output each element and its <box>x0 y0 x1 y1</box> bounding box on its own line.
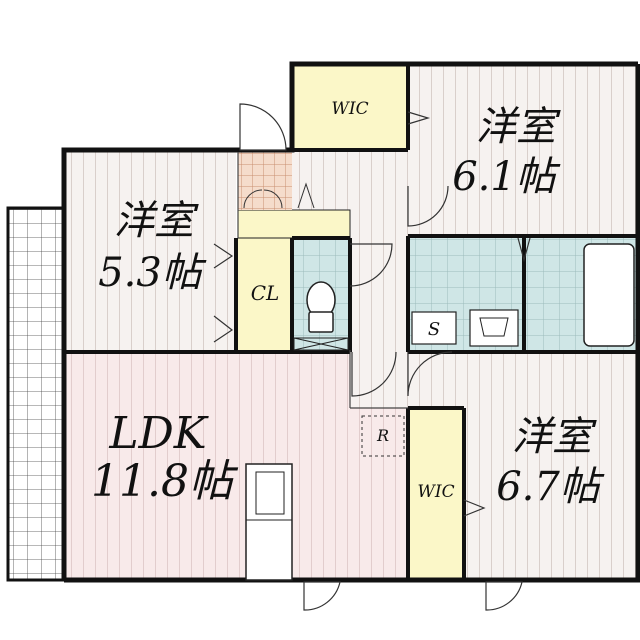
western-room-3-size: 6.7帖 <box>496 464 605 510</box>
ldk-size: 11.8帖 <box>91 456 239 507</box>
storage-label: S <box>428 319 440 340</box>
doors <box>213 103 531 611</box>
closet-floor <box>238 238 292 350</box>
western-room-2-floor <box>66 152 236 350</box>
sink-basin <box>479 317 509 337</box>
refrigerator-spot <box>361 415 405 457</box>
closet-label: CL <box>251 281 280 305</box>
western-room-1-floor <box>408 66 638 236</box>
kitchen-sink <box>255 471 285 515</box>
wic-right-floor <box>408 408 464 578</box>
western-room-1-name: 洋室 <box>476 104 561 150</box>
western-room-2-size: 5.3帖 <box>98 250 207 296</box>
balcony <box>6 206 66 582</box>
bathtub <box>583 243 635 347</box>
hallway-right-floor <box>408 350 464 408</box>
wic-top-floor <box>292 66 408 152</box>
storage-box <box>411 311 457 345</box>
shoe-storage <box>237 209 351 239</box>
hallway-lower-floor <box>350 350 408 408</box>
thin-lines <box>237 152 408 409</box>
wic-right-label: WIC <box>417 482 454 502</box>
entrance-floor <box>238 152 292 210</box>
shoe-cabinet <box>243 182 315 209</box>
toilet-fixture <box>306 281 336 333</box>
ldk-name: LDK <box>108 408 208 459</box>
western-room-3-floor <box>464 350 638 578</box>
western-room-1-size: 6.1帖 <box>452 154 561 200</box>
western-room-3-name: 洋室 <box>512 414 597 460</box>
wic-top-label: WIC <box>331 99 368 119</box>
western-room-2-name: 洋室 <box>114 198 199 244</box>
refrigerator-label: R <box>376 426 389 445</box>
toilet-vent <box>293 337 349 351</box>
